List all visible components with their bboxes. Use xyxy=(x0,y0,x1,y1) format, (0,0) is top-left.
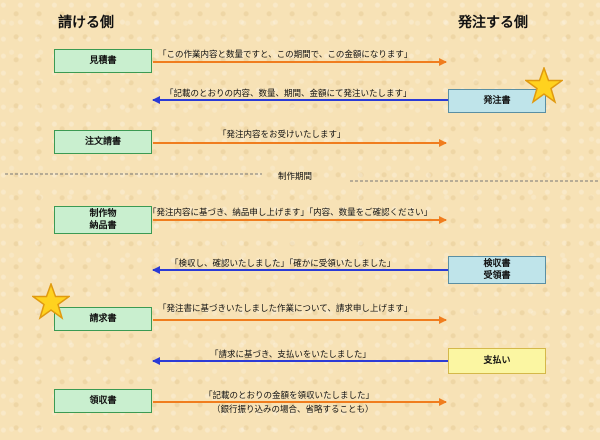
acknowledge-message: 「発注内容をお受けいたします」 xyxy=(218,130,346,140)
estimate-label: 見積書 xyxy=(89,56,117,66)
payment-box: 支払い xyxy=(448,348,546,374)
payment-message: 「請求に基づき、支払いをいたしました」 xyxy=(210,350,371,360)
deliverable-label: 制作物 xyxy=(89,209,117,219)
receipt-confirmation-label: 受領書 xyxy=(483,271,511,281)
purchase-order-box: 発注書 xyxy=(448,89,546,113)
receipt-box: 領収書 xyxy=(54,389,152,413)
estimate-box: 見積書 xyxy=(54,49,152,73)
receipt-label: 領収書 xyxy=(89,396,117,406)
purchase-order-label: 発注書 xyxy=(483,96,511,106)
invoice-box: 請求書 xyxy=(54,307,152,331)
order-message: 「記載のとおりの内容、数量、期間、金額にて発注いたします」 xyxy=(165,89,412,99)
star-icon xyxy=(32,283,70,320)
contractor-heading: 請ける側 xyxy=(58,15,114,31)
payment-label: 支払い xyxy=(483,356,511,366)
delivery-note-label: 納品書 xyxy=(89,221,117,231)
delivery-message: 「発注内容に基づき、納品申し上げます」「内容、数量をご確認ください」 xyxy=(148,208,433,218)
deliverable-box: 制作物 納品書 xyxy=(54,206,152,234)
estimate-message: 「この作業内容と数量ですと、この期間で、この金額になります」 xyxy=(158,50,413,60)
inspection-label: 検収書 xyxy=(483,259,511,269)
order-acknowledgement-label: 注文請書 xyxy=(84,137,121,147)
order-acknowledgement-box: 注文請書 xyxy=(54,130,152,154)
orderer-heading: 発注する側 xyxy=(458,15,528,31)
production-period-label: 制作期間 xyxy=(278,172,313,182)
receipt-note: （銀行振り込みの場合、省略することも） xyxy=(212,405,374,415)
inspection-message: 「検収し、確認いたしました」「確かに受領いたしました」 xyxy=(170,259,396,269)
invoice-label: 請求書 xyxy=(89,314,117,324)
invoice-message: 「発注書に基づきいたしました作業について、請求申し上げます」 xyxy=(158,304,413,314)
star-icon xyxy=(525,67,563,104)
inspection-box: 検収書 受領書 xyxy=(448,256,546,284)
receipt-message: 「記載のとおりの金額を領収いたしました」 xyxy=(204,391,375,401)
